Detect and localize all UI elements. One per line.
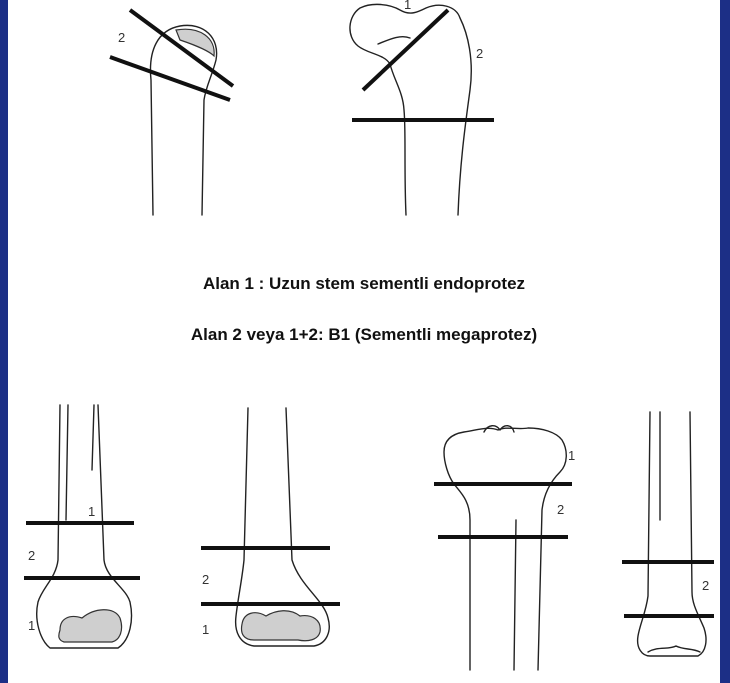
femoral-neck-line [378,37,410,44]
proximal-tibia-outline [444,428,566,670]
caption-line-2: Alan 2 veya 1+2: B1 (Sementli megaprotez… [8,325,720,345]
distal-femur-outline [37,405,132,648]
distal-bone-figure-2: 2 1 [201,408,340,646]
diagram-panel: 2 1 2 1 2 1 2 1 1 2 [8,0,720,683]
zone-label-1: 1 [202,622,209,637]
zone-label-2: 2 [118,30,125,45]
condyle-shading [242,611,321,641]
zone-label-1: 1 [28,618,35,633]
resection-line-neck [363,10,448,90]
resection-line-lower [110,57,230,100]
zone-label-1: 1 [404,0,411,12]
distal-surface-line [648,646,700,652]
distal-bone-outline [638,412,706,656]
zone-label-2: 2 [557,502,564,517]
zone-label-2: 2 [476,46,483,61]
proximal-tibia-figure: 1 2 [434,426,575,670]
proximal-humerus-figure: 2 [110,10,233,215]
zone-label-2: 2 [28,548,35,563]
zone-label-2: 2 [202,572,209,587]
resection-line-upper [130,10,233,86]
condyle-shading [59,610,122,642]
caption-line-1: Alan 1 : Uzun stem sementli endoprotez [8,274,720,294]
distal-femur-figure-1: 1 2 1 [24,405,140,648]
zone-label-2: 2 [702,578,709,593]
medullary-line [514,520,516,670]
proximal-femur-figure: 1 2 [350,0,494,215]
medullary-line [66,405,68,520]
proximal-femur-outline [350,4,471,215]
zone-label-1: 1 [88,504,95,519]
medullary-line [92,405,94,470]
distal-bone-figure-4: 2 [622,412,714,656]
zone-label-1: 1 [568,448,575,463]
proximal-humerus-outline [150,25,216,215]
